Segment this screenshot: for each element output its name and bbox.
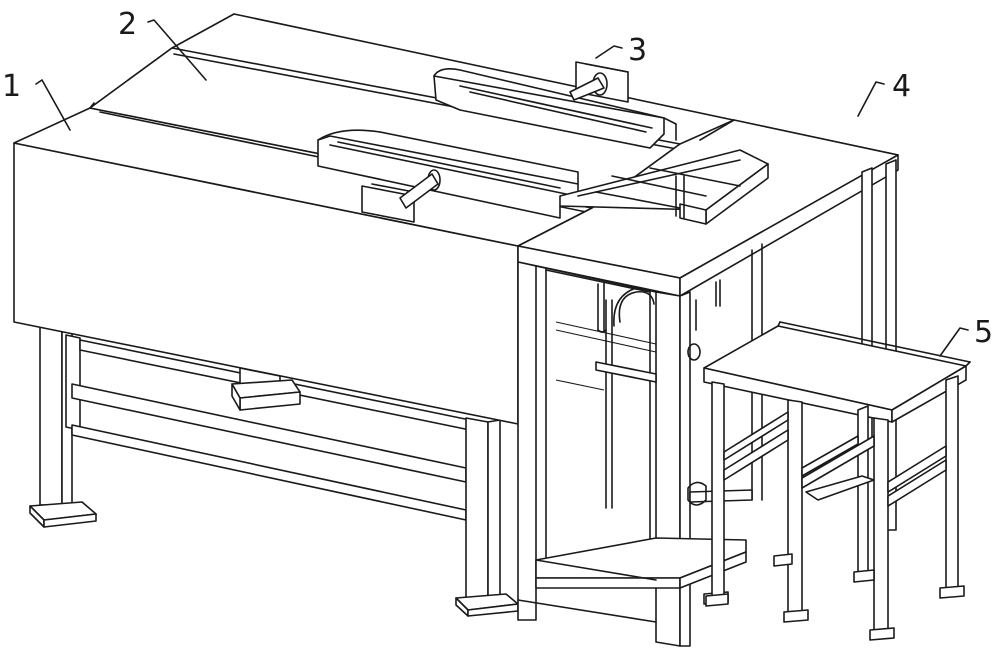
stool xyxy=(704,322,970,640)
callout-5: 5 xyxy=(940,315,993,356)
callout-1: 1 xyxy=(2,69,70,130)
callout-label-4: 4 xyxy=(892,69,911,104)
cylinder-actuator-rear xyxy=(570,62,628,102)
callout-label-2: 2 xyxy=(118,7,137,42)
callout-4: 4 xyxy=(858,69,911,116)
callout-label-3: 3 xyxy=(628,33,647,68)
callout-label-5: 5 xyxy=(974,315,993,350)
callout-label-1: 1 xyxy=(2,69,21,104)
callout-3: 3 xyxy=(596,33,647,68)
